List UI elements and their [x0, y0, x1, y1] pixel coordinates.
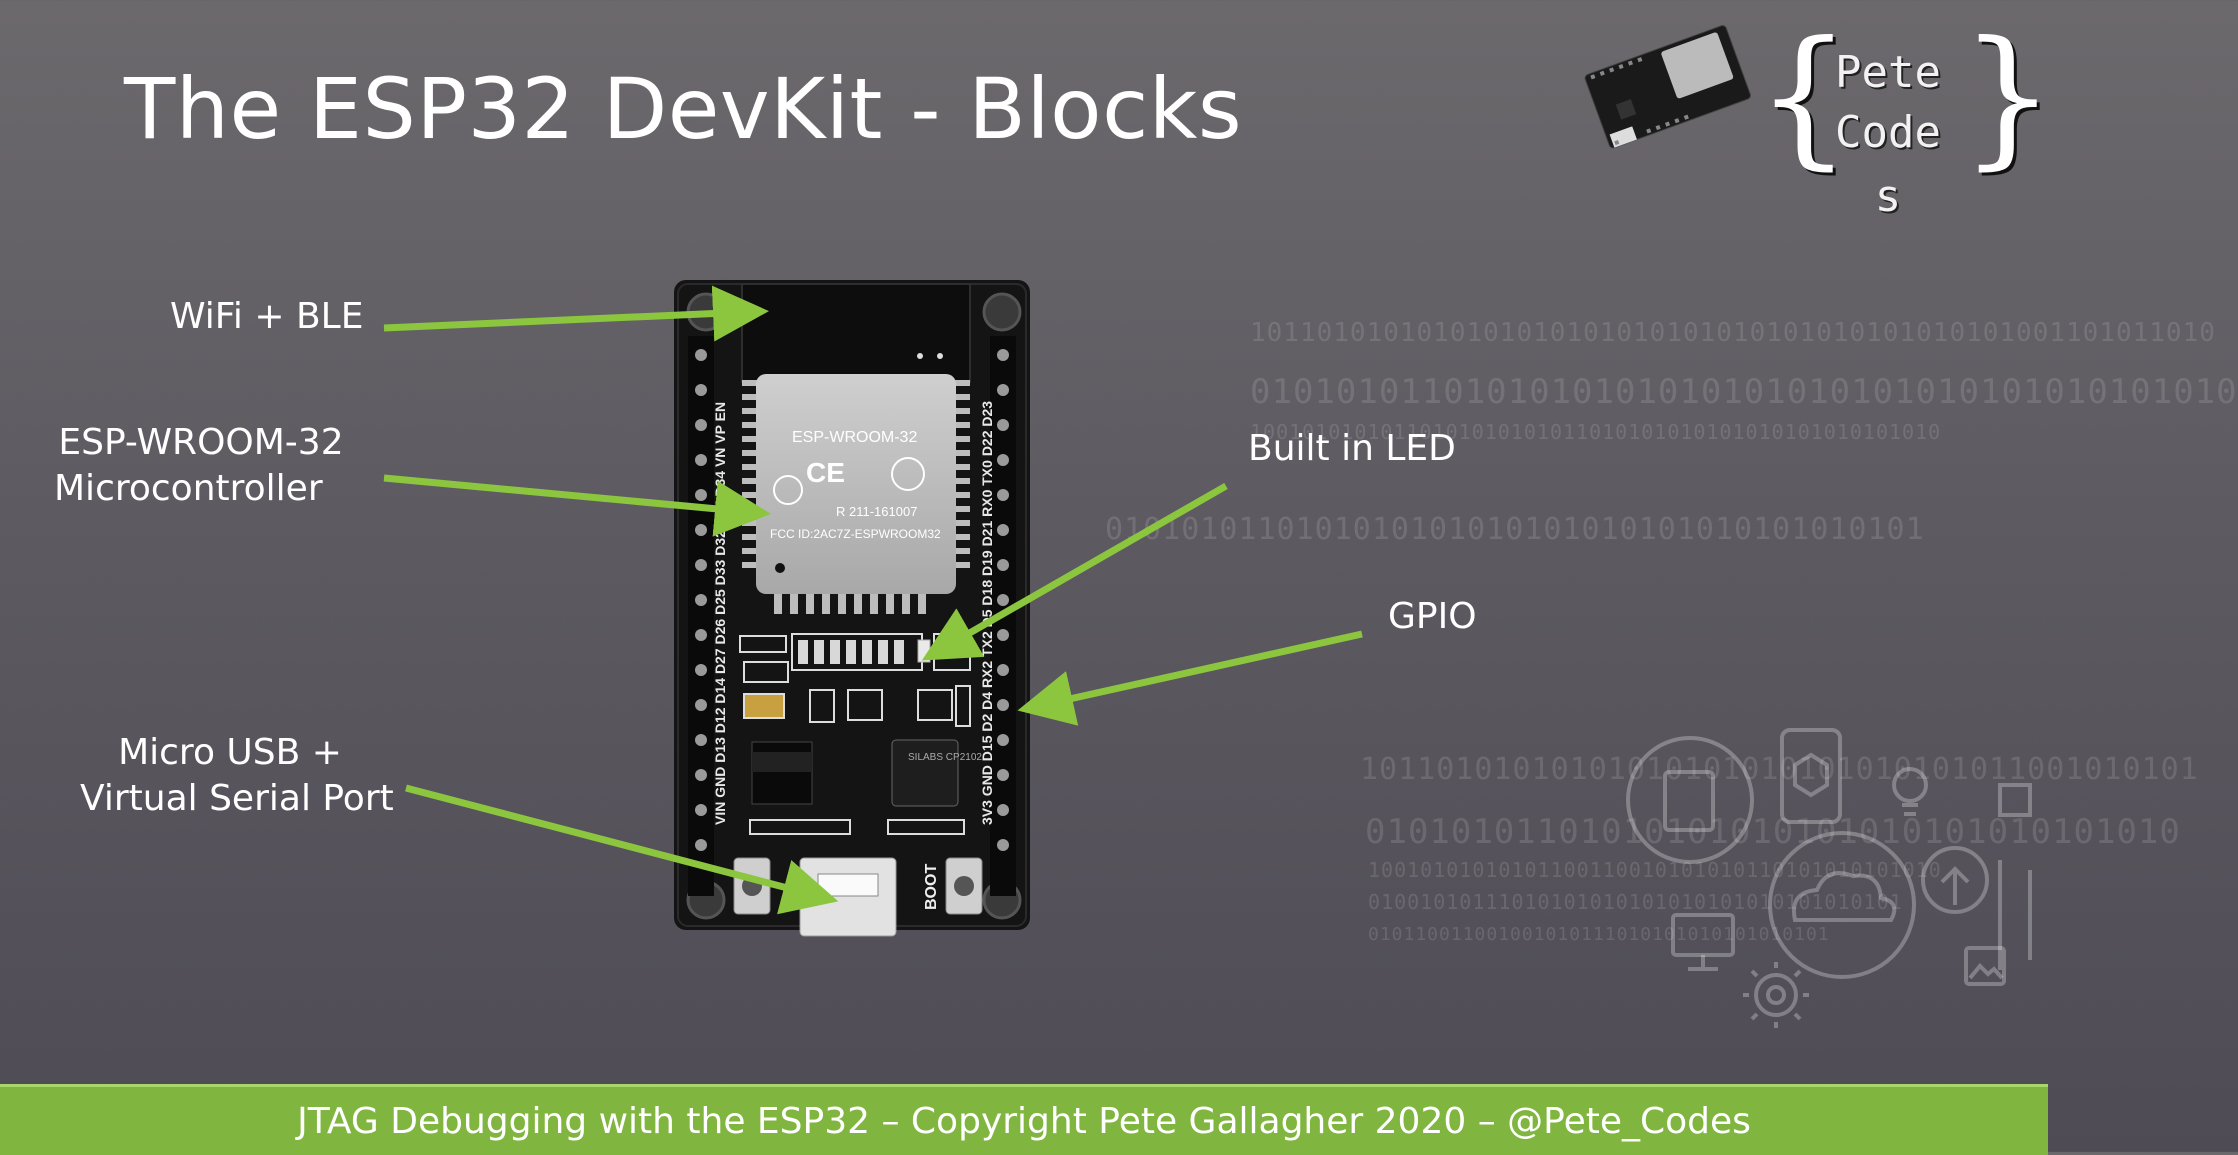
- network-icon: [1998, 783, 2032, 817]
- phone-box-icon: [1780, 728, 1842, 824]
- esp32-board: ESP-WROOM-32 CE R 211-161007 FCC ID:2AC7…: [674, 280, 1030, 937]
- binary-row: 1001010101010110011001010101011010101010…: [1368, 858, 1942, 882]
- boot-label: BOOT: [923, 864, 940, 910]
- binary-row: 1001010101011010101010101101010101010101…: [1250, 420, 1942, 444]
- slide-title: The ESP32 DevKit - Blocks: [124, 60, 1243, 158]
- gear-icon: [1754, 973, 1798, 1017]
- ce-mark: CE: [806, 457, 845, 488]
- label-gpio: GPIO: [1388, 596, 1477, 637]
- logo-line2: Code: [1835, 107, 1941, 158]
- arrow-module: [383, 474, 771, 537]
- arrow-wifi: [383, 285, 769, 342]
- logo-line3: s: [1874, 171, 1902, 222]
- antenna-area: [741, 283, 971, 383]
- left-pin-labels: VIN GND D13 D12 D14 D27 D26 D25 D33 D32 …: [712, 402, 728, 825]
- usb-serial-chip: [891, 739, 959, 807]
- lightbulb-icon: [1892, 767, 1928, 803]
- binary-row: 010110011001001010111010101010101010101: [1368, 924, 1830, 945]
- annotation-arrows: [383, 285, 1363, 915]
- usb-chip-text: SILABS CP2102: [908, 752, 982, 763]
- right-pin-labels: 3V3 GND D15 D2 D4 RX2 TX2 D5 D18 D19 D21…: [979, 401, 995, 825]
- cloud-icon: [1768, 831, 1916, 979]
- logo-line1: Pete: [1835, 47, 1941, 98]
- tablet-image-icon: [1964, 946, 2006, 986]
- logo-brace-close: }: [1960, 10, 2056, 184]
- label-module-line1: ESP-WROOM-32: [58, 422, 344, 463]
- left-pin-header: [688, 336, 714, 896]
- arrow-led: [921, 482, 1228, 661]
- arrow-usb: [405, 784, 839, 915]
- diagram-canvas: ESP-WROOM-32 CE R 211-161007 FCC ID:2AC7…: [383, 25, 2032, 1028]
- label-built-in-led: Built in LED: [1248, 428, 1456, 469]
- chip-brand-text: ESP-WROOM-32: [792, 429, 917, 446]
- label-wifi-ble: WiFi + BLE: [170, 296, 364, 337]
- logo-brace-open: {: [1756, 10, 1852, 184]
- binary-row: 0101010110101010101010101010101010101010…: [1105, 512, 1925, 547]
- binary-row: 1011010101010101010101010101010101010101…: [1250, 318, 2216, 348]
- logo-board-image: [1584, 25, 1751, 149]
- binary-row: 1011010101010101010101010101010101100101…: [1360, 752, 2199, 787]
- built-in-led: [917, 639, 931, 663]
- wroom-module-shield: [756, 374, 956, 594]
- binary-row: 0100101011101010101010101010101010101010…: [1368, 890, 1903, 914]
- chip-fcc-text: FCC ID:2AC7Z-ESPWROOM32: [770, 527, 941, 541]
- smd-components: SILABS CP2102: [739, 633, 982, 835]
- binary-row: 0101010110101010101010101010101010101010…: [1250, 372, 2238, 412]
- desktop-icon: [1671, 913, 1735, 957]
- label-usb-line2: Virtual Serial Port: [80, 778, 394, 819]
- footer-bar: JTAG Debugging with the ESP32 – Copyrigh…: [0, 1084, 2048, 1155]
- upload-cloud-icon: [1921, 846, 1989, 914]
- footer-text: JTAG Debugging with the ESP32 – Copyrigh…: [297, 1100, 1751, 1142]
- label-module: ESP-WROOM-32 Microcontroller: [46, 420, 356, 512]
- binary-row: 01010101101010101010101010101010101010: [1365, 812, 2181, 852]
- label-usb: Micro USB + Virtual Serial Port: [80, 730, 394, 822]
- chip-cert-text: R 211-161007: [836, 504, 917, 519]
- label-usb-line1: Micro USB +: [118, 732, 342, 773]
- arrow-gpio: [1017, 630, 1363, 726]
- background-icons: [1626, 728, 2032, 1028]
- voltage-regulator: [751, 741, 813, 805]
- label-module-line2: Microcontroller: [54, 468, 323, 509]
- office-icon: [1626, 736, 1754, 864]
